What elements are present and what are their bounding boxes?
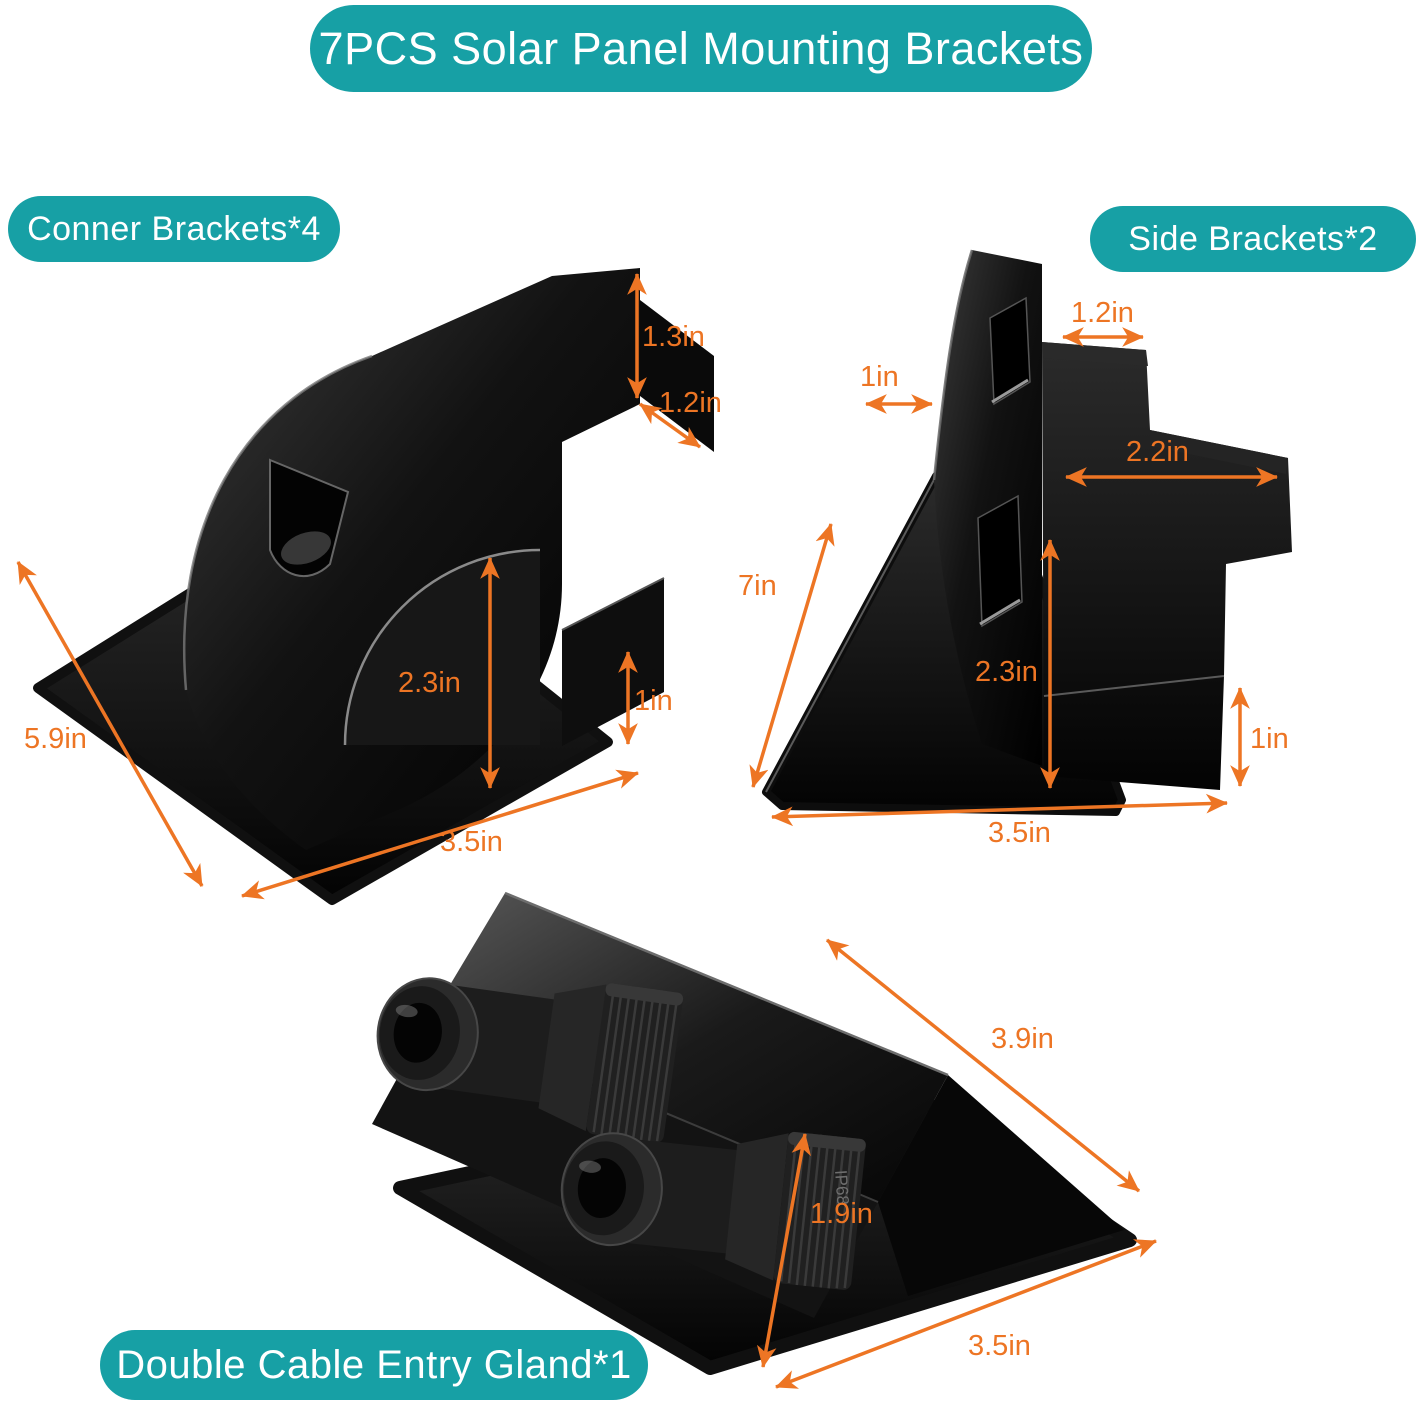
arrow-corner-base-length <box>16 561 204 887</box>
side-arm-step1-top <box>1042 342 1148 366</box>
side-bracket-photo <box>762 249 1292 816</box>
dim-corner-base-length: 5.9in <box>24 723 87 755</box>
cable-gland-label: Double Cable Entry Gland*1 <box>100 1330 648 1400</box>
gland-top-face <box>432 893 948 1202</box>
dim-side-base-length: 7in <box>738 570 777 602</box>
corner-foot-edge <box>561 577 665 631</box>
corner-body <box>184 268 640 850</box>
corner-slot-shine <box>281 531 331 565</box>
dim-side-top-step: 1.2in <box>1071 297 1134 329</box>
dim-gland-width: 3.5in <box>968 1330 1031 1362</box>
side-slot-lower <box>977 494 1023 628</box>
dim-side-arm-length: 2.2in <box>1126 436 1189 468</box>
dim-corner-arm-depth: 1.2in <box>659 387 722 419</box>
side-slot-lower-shine <box>979 598 1021 626</box>
arrow-gland-length <box>825 938 1141 1193</box>
dim-corner-body-height: 2.3in <box>398 667 461 699</box>
corner-bracket-photo <box>33 268 714 905</box>
dim-corner-base-width: 3.5in <box>440 826 503 858</box>
side-brackets-label: Side Brackets*2 <box>1090 206 1416 272</box>
dim-gland-height: 1.9in <box>810 1198 873 1230</box>
dim-side-slot-inset: 1in <box>860 361 899 393</box>
side-arm-step2-top <box>1150 430 1288 474</box>
side-slot-upper-shine <box>991 378 1029 404</box>
arrow-side-base-width <box>771 793 1228 827</box>
dim-gland-length: 3.9in <box>991 1023 1054 1055</box>
dim-side-base-width: 3.5in <box>988 817 1051 849</box>
arrow-corner-base-width <box>241 769 639 900</box>
page-title: 7PCS Solar Panel Mounting Brackets <box>310 5 1092 92</box>
corner-slot-hole <box>269 458 350 578</box>
corner-arc-edge <box>343 548 541 746</box>
side-slot-upper <box>989 296 1031 406</box>
dim-corner-wall-height: 1.3in <box>642 321 705 353</box>
arrow-gland-width <box>775 1239 1157 1389</box>
side-fin-highlight <box>932 249 974 481</box>
gland-connector-1 <box>376 977 684 1143</box>
side-arm-bottom-edge <box>1043 675 1225 697</box>
arrow-corner-arm-depth <box>638 402 702 449</box>
dim-corner-foot-height: 1in <box>634 685 673 717</box>
corner-foot <box>562 578 664 746</box>
dim-side-body-height: 2.3in <box>975 656 1038 688</box>
arrow-side-base-length <box>749 523 835 788</box>
dimension-arrows <box>16 273 1278 1389</box>
dim-side-foot-height: 1in <box>1250 723 1289 755</box>
corner-brackets-label: Conner Brackets*4 <box>8 196 340 262</box>
